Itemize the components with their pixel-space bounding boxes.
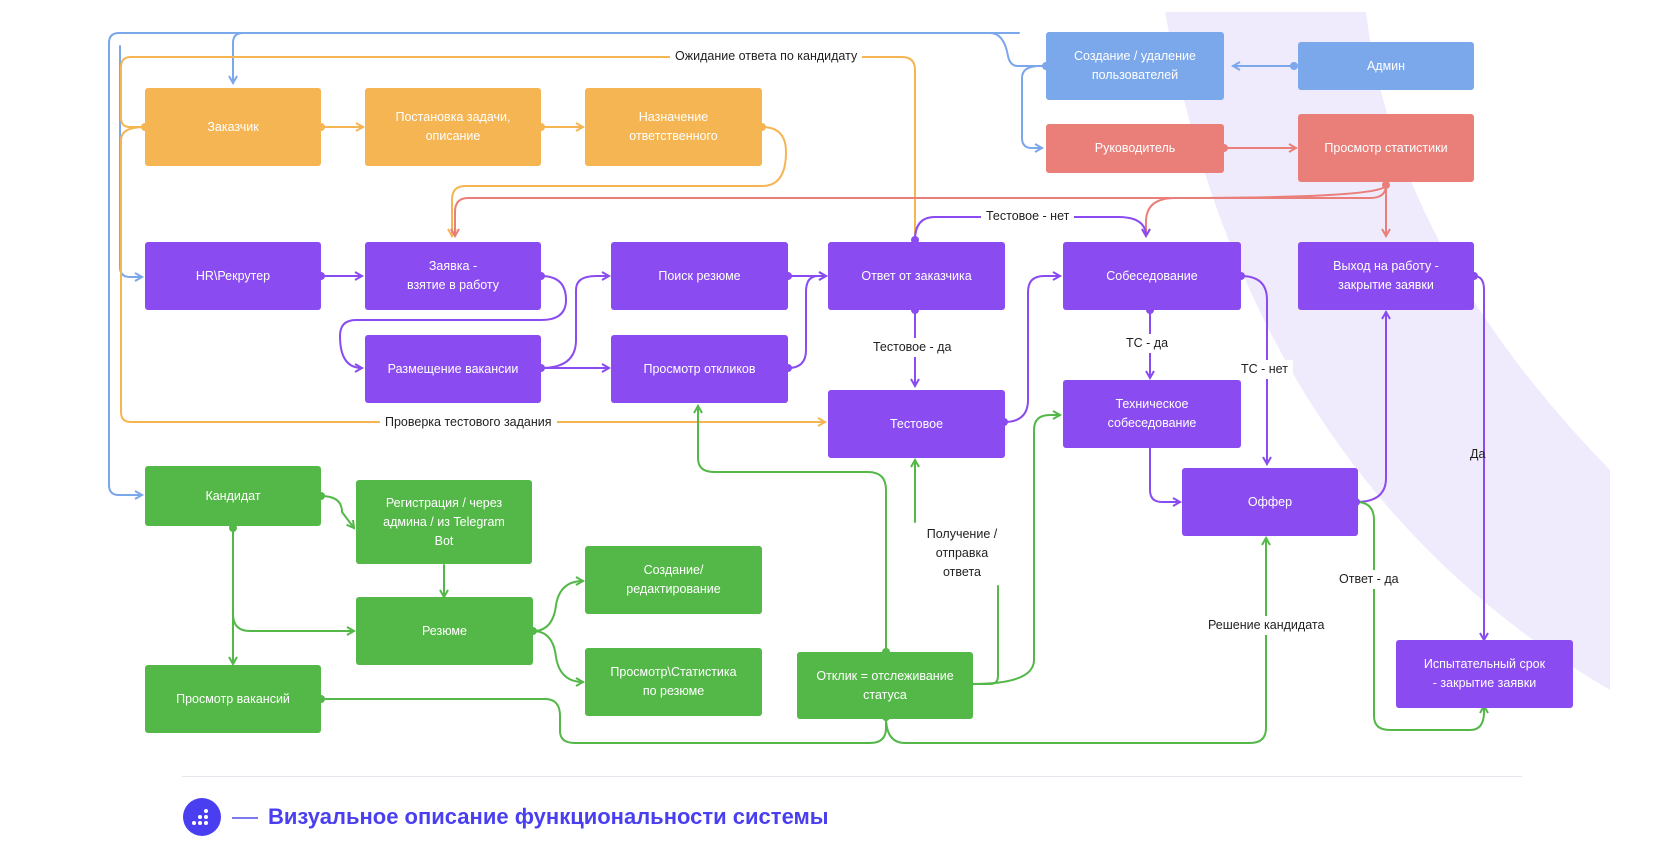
node-label: Тестовое xyxy=(889,416,944,431)
edge-answer-yes xyxy=(1355,501,1484,731)
node-candidate[interactable]: Кандидат xyxy=(145,466,321,526)
edge-label-check-test: Проверка тестового задания xyxy=(380,413,557,432)
node-label: Заказчик xyxy=(207,119,259,134)
node-tech-interview[interactable]: Техническое собеседование xyxy=(1063,380,1241,448)
node-label: Просмотр статистики xyxy=(1324,140,1448,155)
edge-create-hr xyxy=(119,45,142,277)
node-offer[interactable]: Оффер xyxy=(1182,468,1358,536)
node-label: Выход на работу - закрытие заявки xyxy=(1333,259,1439,292)
node-start-work[interactable]: Выход на работу - закрытие заявки xyxy=(1298,242,1474,310)
node-label: Регистрация / через админа / из Telegram… xyxy=(383,495,505,548)
edge-tech-offer xyxy=(1149,447,1180,502)
node-statistics-view[interactable]: Просмотр статистики xyxy=(1298,114,1474,182)
edge-label-yes: Да xyxy=(1470,447,1486,461)
node-test-task[interactable]: Тестовое xyxy=(828,390,1005,458)
node-post-vacancy[interactable]: Размещение вакансии xyxy=(365,335,541,403)
node-label: Оффер xyxy=(1247,494,1293,509)
node-label: Создание/ редактирование xyxy=(626,563,721,596)
node-label: Размещение вакансии xyxy=(387,361,519,376)
node-resume-statistics[interactable]: Просмотр\Статистика по резюме xyxy=(585,648,762,716)
node-probation[interactable]: Испытательный срок - закрытие заявки xyxy=(1396,640,1573,708)
edge-cand-reg xyxy=(320,495,354,528)
edge-label-answer-yes: Ответ - да xyxy=(1334,570,1404,589)
node-label: HR\Рекрутер xyxy=(195,268,271,283)
edge-response-test xyxy=(969,585,999,685)
edge-label-ts-yes: ТС - да xyxy=(1121,334,1174,353)
edge-decision xyxy=(885,538,1266,744)
edge-views-response xyxy=(787,276,826,369)
edge-resume-stats xyxy=(532,630,583,682)
node-label: Назначение ответственного xyxy=(629,110,718,143)
edge-response-tech xyxy=(971,415,1060,685)
edge-response-customer xyxy=(120,56,916,241)
node-label: Ответ от заказчика xyxy=(861,268,972,283)
node-label: Просмотр\Статистика по резюме xyxy=(610,665,737,698)
node-task-description[interactable]: Постановка задачи, описание xyxy=(365,88,541,166)
edge-label-ts-no: ТС - нет xyxy=(1236,360,1293,379)
node-label: Руководитель xyxy=(1094,141,1176,155)
edge-label-decision: Решение кандидата xyxy=(1203,616,1330,635)
edge-post-search xyxy=(540,276,609,369)
edge-request-post xyxy=(339,275,567,368)
edge-create-manager xyxy=(1021,65,1042,148)
edge-label-test-no: Тестовое - нет xyxy=(981,207,1075,226)
edge-stats-request xyxy=(455,184,1387,236)
node-hr-recruiter[interactable]: HR\Рекрутер xyxy=(145,242,321,310)
footer-divider xyxy=(182,776,1522,777)
edge-label-test-yes: Тестовое - да xyxy=(868,338,957,357)
app-logo-icon xyxy=(183,798,221,836)
node-label: Создание / удаление пользователей xyxy=(1074,49,1196,82)
edge-label-get-answer: Получение / отправка ответа xyxy=(909,525,1015,582)
node-create-edit[interactable]: Создание/ редактирование xyxy=(585,546,762,614)
page-title: Визуальное описание функциональности сис… xyxy=(268,804,829,829)
edge-ts-no xyxy=(1240,275,1267,464)
node-view-vacancies[interactable]: Просмотр вакансий xyxy=(145,665,321,733)
node-label: Постановка задачи, описание xyxy=(395,110,511,143)
node-label: Админ xyxy=(1366,58,1406,73)
node-manager[interactable]: Руководитель xyxy=(1046,124,1224,173)
edge-test-interview xyxy=(1003,276,1060,423)
node-label: Просмотр вакансий xyxy=(176,691,290,706)
edge-assign-request xyxy=(452,126,787,236)
node-label: Заявка - взятие в работу xyxy=(406,259,500,292)
node-admin[interactable]: Админ xyxy=(1298,42,1474,90)
node-interview[interactable]: Собеседование xyxy=(1063,242,1241,310)
node-label: Резюме xyxy=(422,623,467,638)
node-assign-responsible[interactable]: Назначение ответственного xyxy=(585,88,762,166)
edge-check-test xyxy=(120,126,825,422)
edge-stats-interview xyxy=(1146,184,1387,236)
node-view-responses[interactable]: Просмотр откликов xyxy=(611,335,788,403)
edge-create-top xyxy=(233,32,1047,83)
node-resume[interactable]: Резюме xyxy=(356,597,533,665)
node-label: Испытательный срок - закрытие заявки xyxy=(1423,657,1546,690)
node-label: Поиск резюме xyxy=(658,268,741,283)
edge-response-views xyxy=(698,406,887,653)
edge-resume-create xyxy=(532,581,583,632)
node-registration[interactable]: Регистрация / через админа / из Telegram… xyxy=(356,480,532,564)
node-customer[interactable]: Заказчик xyxy=(145,88,321,166)
footer-dash xyxy=(232,817,258,819)
node-label: Просмотр откликов xyxy=(643,361,756,376)
node-label: Кандидат xyxy=(205,488,261,503)
node-response-tracking[interactable]: Отклик = отслеживание статуса xyxy=(797,652,973,719)
node-user-management[interactable]: Создание / удаление пользователей xyxy=(1046,32,1224,100)
node-label: Собеседование xyxy=(1106,268,1198,283)
edge-vacancies-response xyxy=(320,698,887,744)
edge-label-waiting: Ожидание ответа по кандидату xyxy=(670,47,863,66)
edge-create-left xyxy=(108,32,1020,495)
node-resume-search[interactable]: Поиск резюме xyxy=(611,242,788,310)
node-label: Отклик = отслеживание статуса xyxy=(816,668,954,702)
node-label: Техническое собеседование xyxy=(1107,397,1197,430)
node-request-take[interactable]: Заявка - взятие в работу xyxy=(365,242,541,310)
edge-cand-resume xyxy=(232,527,354,631)
background-band xyxy=(1165,12,1610,690)
node-customer-response[interactable]: Ответ от заказчика xyxy=(828,242,1005,310)
